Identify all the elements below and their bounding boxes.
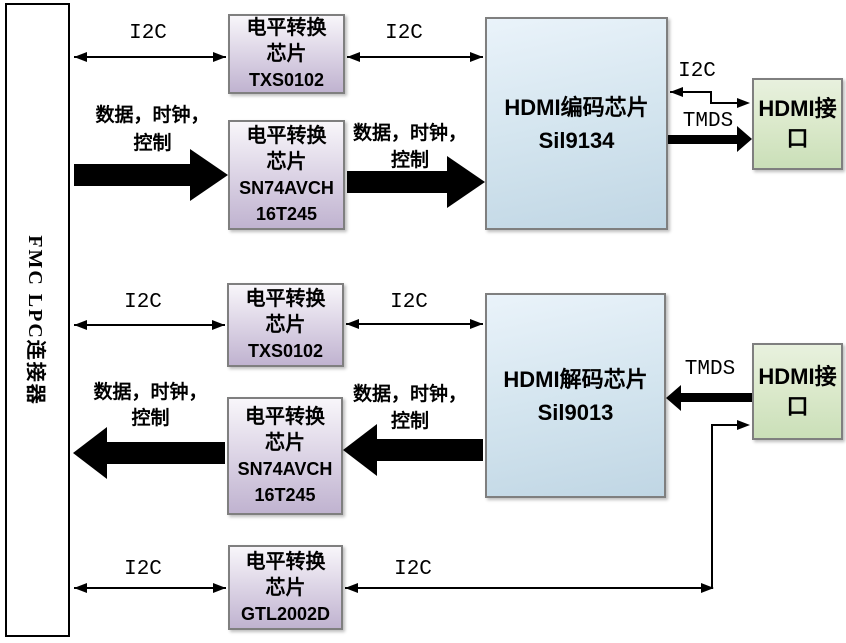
block-hdmi-port-top: HDMI接 口 (752, 78, 843, 170)
block-part-number: GTL2002D (240, 603, 331, 624)
tmds-arrowhead-right (737, 126, 752, 152)
block-line: 芯片 (265, 314, 306, 336)
i2c-label-txs-sil9013: I2C (390, 291, 428, 314)
block-sn74avch16t245-bottom: 电平转换 芯片 SN74AVCH 16T245 (227, 397, 343, 515)
block-line: 芯片 (266, 151, 307, 173)
block-part-number: SN74AVCH (237, 459, 333, 479)
block-line: 芯片 (265, 432, 305, 454)
control-label: 控制 (390, 150, 429, 171)
arrowhead-left (74, 320, 87, 330)
data-clock-label: 数据，时钟， (352, 384, 467, 405)
block-part-number: 16T245 (255, 204, 318, 224)
arrowhead-right (212, 320, 225, 330)
bus-line (670, 91, 711, 93)
block-line: 口 (786, 126, 809, 151)
i2c-label-fmc-txs-bottom: I2C (124, 291, 162, 314)
control-label: 控制 (390, 411, 429, 432)
arrowhead-right (213, 52, 226, 62)
data-clock-label: 数据，时钟， (93, 382, 208, 403)
bus-line (74, 587, 226, 589)
block-part-number: TXS0102 (247, 341, 324, 361)
block-part-number: Sil9013 (537, 399, 614, 425)
data-clock-label: 数据，时钟， (95, 105, 210, 126)
control-label: 控制 (131, 408, 170, 429)
bus-line (710, 102, 739, 104)
data-bus-shaft (107, 442, 225, 464)
i2c-label-fmc-txs-top: I2C (129, 22, 167, 45)
block-line: HDMI编码芯片 (504, 94, 649, 120)
data-bus-shaft (347, 171, 447, 193)
arrowhead-right (737, 420, 750, 430)
bus-line (347, 56, 483, 58)
block-gtl2002d: 电平转换 芯片 GTL2002D (228, 545, 343, 630)
data-bus-arrowhead-left (73, 427, 107, 479)
arrowhead-left (74, 52, 87, 62)
i2c-label-fmc-gtl: I2C (124, 558, 162, 581)
tmds-arrow-shaft (668, 135, 738, 144)
block-line: 电平转换 (246, 17, 327, 39)
block-part-number: Sil9134 (538, 127, 615, 153)
i2c-label-txs-sil9134: I2C (385, 22, 423, 45)
tmds-arrowhead-left (666, 385, 681, 411)
block-hdmi-decoder-sil9013: HDMI解码芯片 Sil9013 (485, 293, 666, 498)
i2c-label-sil9134-port: I2C (678, 60, 716, 83)
block-txs0102-bottom: 电平转换 芯片 TXS0102 (227, 283, 344, 367)
block-fmc-lpc-connector: FMC LPC连接器 (5, 3, 70, 637)
data-bus-arrowhead-right (447, 156, 485, 208)
control-label: 控制 (133, 133, 172, 154)
block-line: 电平转换 (245, 550, 326, 573)
block-part-number: TXS0102 (248, 70, 325, 90)
block-line: HDMI解码芯片 (503, 366, 648, 392)
block-line: HDMI接 (758, 96, 837, 121)
arrowhead-right (470, 52, 483, 62)
data-bus-shaft (377, 439, 483, 461)
arrowhead-right (737, 98, 750, 108)
tmds-label-top: TMDS (682, 110, 734, 133)
data-bus-arrowhead-left (343, 424, 377, 476)
bus-line (711, 425, 713, 589)
bus-line (346, 323, 483, 325)
tmds-arrow-shaft (681, 393, 752, 402)
block-hdmi-encoder-sil9134: HDMI编码芯片 Sil9134 (485, 17, 668, 230)
block-line: 口 (786, 393, 809, 419)
arrowhead-right (470, 319, 483, 329)
arrowhead-left (347, 52, 360, 62)
fmc-connector-label: FMC LPC连接器 (24, 234, 47, 406)
arrowhead-left (74, 583, 87, 593)
block-line: 电平转换 (246, 125, 327, 147)
block-hdmi-port-bottom: HDMI接 口 (752, 343, 843, 440)
tmds-label-bottom: TMDS (684, 358, 736, 381)
bus-line (711, 424, 739, 426)
arrowhead-left (346, 319, 359, 329)
block-part-number: SN74AVCH (239, 178, 334, 198)
bus-line (74, 56, 226, 58)
block-line: 芯片 (265, 576, 306, 599)
bus-line (710, 91, 712, 104)
data-bus-shaft (74, 164, 191, 186)
block-part-number: 16T245 (254, 485, 316, 505)
arrowhead-right (701, 583, 714, 593)
arrowhead-left (345, 583, 358, 593)
bus-line (74, 324, 225, 326)
block-txs0102-top: 电平转换 芯片 TXS0102 (228, 14, 345, 94)
arrowhead-right (213, 583, 226, 593)
block-line: 电平转换 (245, 288, 326, 310)
data-bus-arrowhead-right (190, 149, 228, 201)
bus-line (345, 587, 712, 589)
block-line: 芯片 (266, 43, 307, 65)
block-line: 电平转换 (245, 406, 325, 428)
block-line: HDMI接 (758, 363, 837, 389)
i2c-label-gtl-port: I2C (394, 558, 432, 581)
block-sn74avch16t245-top: 电平转换 芯片 SN74AVCH 16T245 (228, 120, 345, 230)
arrowhead-left (670, 87, 683, 97)
data-clock-label: 数据，时钟， (352, 123, 467, 144)
